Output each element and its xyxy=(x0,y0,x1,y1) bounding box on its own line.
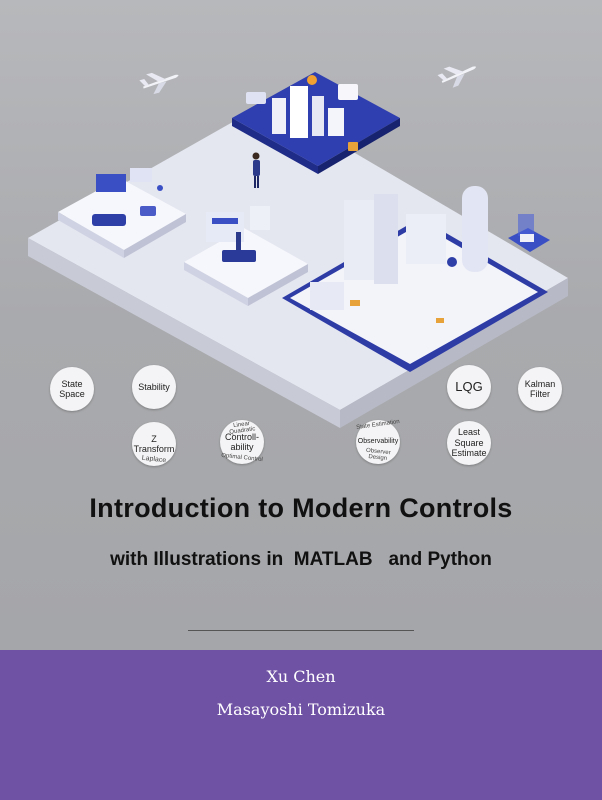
topic-observability: State Estimation Observability Observer … xyxy=(356,419,400,464)
subtitle-main: with Illustrations in xyxy=(110,549,284,570)
data-dashboard-tile xyxy=(232,72,400,174)
author-name: Xu Chen xyxy=(266,667,336,686)
airplane-left-icon xyxy=(139,72,179,95)
subtitle-matlab: MATLAB xyxy=(293,549,373,570)
workstation-tile xyxy=(184,206,308,306)
topic-lqg: LQG xyxy=(447,365,491,409)
robot-device-tile xyxy=(508,214,550,252)
title-divider xyxy=(188,630,414,631)
person-figure xyxy=(252,152,260,188)
author-band xyxy=(0,650,602,800)
topic-state-space: State Space xyxy=(50,367,94,411)
author-name: Masayoshi Tomizuka xyxy=(216,700,386,719)
book-subtitle: with Illustrations in MATLAB and Python xyxy=(0,549,602,571)
topic-z-transform: Z Transform Laplace xyxy=(132,422,176,466)
smart-home-tile xyxy=(58,168,186,258)
city-tile xyxy=(282,186,548,372)
subtitle-python: and Python xyxy=(388,549,492,570)
book-title: Introduction to Modern Controls xyxy=(89,493,513,523)
topic-least-square-estimate: Least Square Estimate xyxy=(447,421,491,465)
topic-stability: Stability xyxy=(132,365,176,409)
topic-kalman-filter: Kalman Filter xyxy=(518,367,562,411)
airplane-right-icon xyxy=(437,66,476,88)
smart-city-illustration xyxy=(28,66,568,428)
topic-controllability: Linear Quadratic Controll- ability Optim… xyxy=(220,420,264,464)
